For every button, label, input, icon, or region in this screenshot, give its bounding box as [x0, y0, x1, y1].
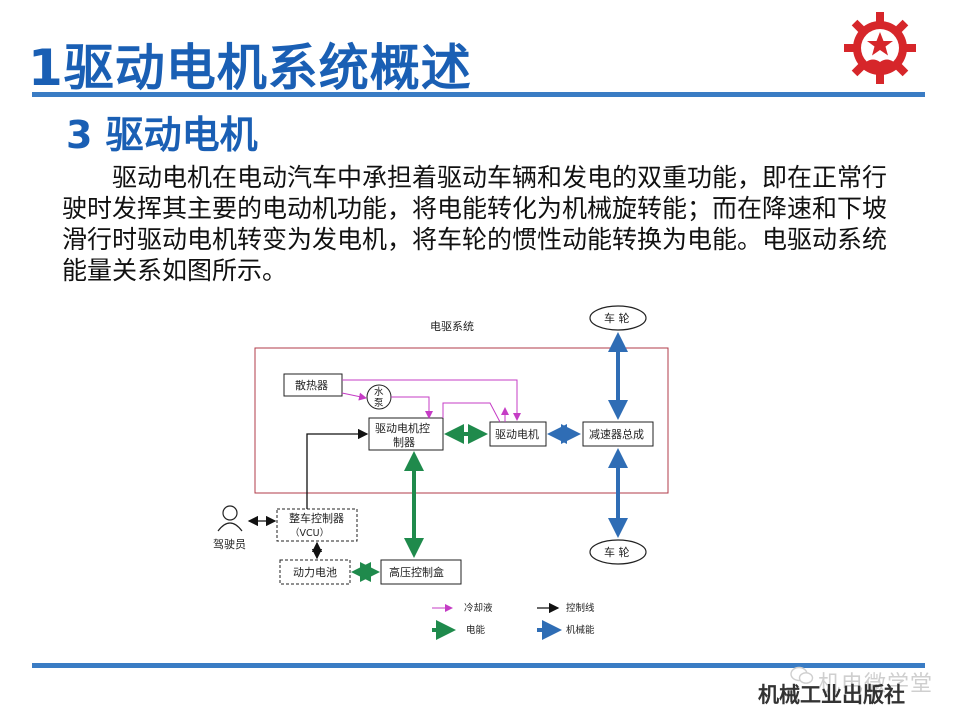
electric-drive-system-label: 电驱系统 — [430, 320, 474, 333]
wechat-icon — [790, 666, 814, 684]
wheel-top-label: 车 轮 — [604, 311, 630, 325]
watermark-text: 机电微学堂 — [818, 672, 934, 697]
legend: 冷却液 控制线 电能 机械能 — [432, 602, 595, 640]
hv-control-box: 高压控制盒 — [380, 559, 462, 585]
title-rule — [32, 92, 925, 97]
motor-controller-label-1: 驱动电机控 — [375, 421, 430, 435]
reducer-box: 减速器总成 — [582, 421, 654, 447]
driver-label: 驾驶员 — [213, 537, 246, 551]
motor-controller-box: 驱动电机控 制器 — [368, 417, 444, 451]
body-paragraph: 驱动电机在电动汽车中承担着驱动车辆和发电的双重功能，即在正常行驶时发挥其主要的电… — [62, 163, 888, 285]
radiator-box: 散热器 — [283, 373, 343, 397]
driver-person-icon — [217, 505, 243, 532]
drive-motor-label: 驱动电机 — [495, 427, 539, 441]
electric-lines — [351, 424, 488, 582]
mechanical-lines — [547, 332, 628, 538]
vcu-label-2: （VCU） — [290, 527, 329, 539]
battery-box: 动力电池 — [279, 559, 351, 585]
legend-electric-label: 电能 — [466, 624, 486, 636]
publisher-name: 机械工业出版社 — [758, 682, 905, 707]
section-heading: 3 驱动电机 — [66, 113, 258, 157]
wheel-bottom: 车 轮 — [589, 539, 647, 565]
motor-controller-label-2: 制器 — [393, 436, 415, 449]
wheel-bottom-label: 车 轮 — [604, 545, 630, 559]
footer-rule — [32, 663, 925, 668]
vcu-label-1: 整车控制器 — [289, 511, 344, 525]
hv-control-label: 高压控制盒 — [389, 565, 444, 579]
wheel-top: 车 轮 — [589, 305, 647, 331]
legend-mechanical-label: 机械能 — [566, 624, 595, 636]
drive-motor-box: 驱动电机 — [489, 421, 547, 447]
electric-drive-system-border — [254, 347, 669, 494]
pump-label-1: 水 — [374, 386, 384, 398]
reducer-label: 减速器总成 — [589, 427, 644, 441]
slide-title: 1驱动电机系统概述 — [28, 39, 472, 97]
control-lines — [247, 428, 369, 560]
pump-label-2: 泵 — [374, 398, 384, 409]
coolant-lines — [341, 379, 521, 423]
gear-star-book-logo — [844, 12, 916, 84]
vcu-box: 整车控制器 （VCU） — [276, 508, 358, 542]
battery-label: 动力电池 — [293, 566, 337, 579]
water-pump: 水 泵 — [366, 384, 392, 410]
radiator-label: 散热器 — [295, 378, 328, 392]
legend-coolant-label: 冷却液 — [464, 602, 493, 614]
legend-control-label: 控制线 — [566, 602, 595, 614]
